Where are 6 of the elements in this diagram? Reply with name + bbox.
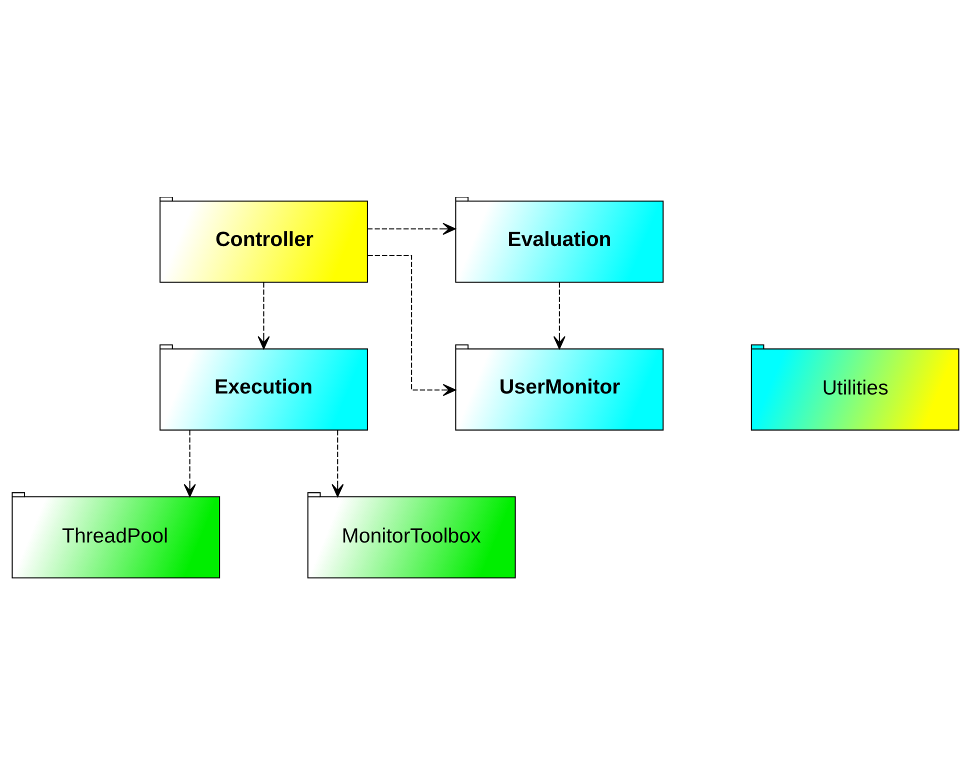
arrow (553, 282, 566, 349)
arrow (368, 222, 456, 234)
arrow (258, 282, 270, 349)
arrow (368, 254, 456, 396)
arrow (184, 430, 196, 497)
arrow (332, 430, 344, 497)
